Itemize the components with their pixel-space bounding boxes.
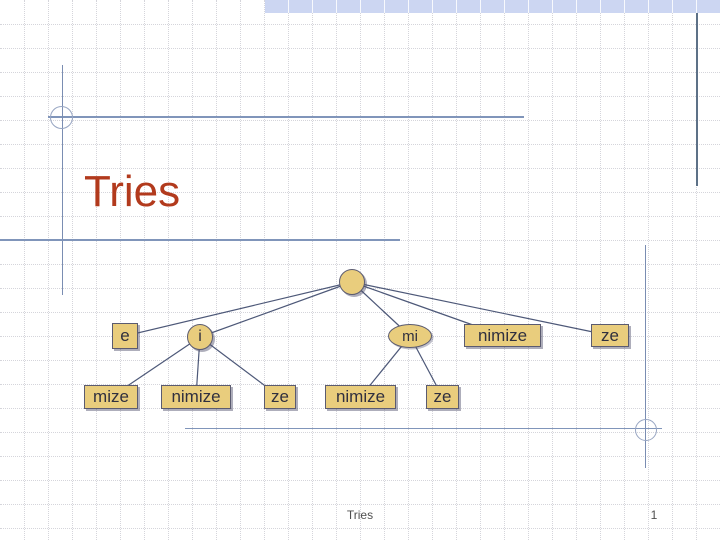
grid-line-vertical <box>696 0 697 540</box>
grid-line-vertical <box>144 0 145 540</box>
trie-node-ze-1: ze <box>591 324 629 347</box>
decor-hline-top <box>48 116 524 118</box>
grid-line-vertical <box>240 0 241 540</box>
grid-line-vertical <box>360 0 361 540</box>
grid-line-vertical <box>336 0 337 540</box>
decor-circle-bottom-right <box>635 419 657 441</box>
trie-node-ze-mi: ze <box>426 385 459 409</box>
grid-line-vertical <box>504 0 505 540</box>
trie-node-root <box>339 269 365 295</box>
grid-line-vertical <box>48 0 49 540</box>
grid-line-horizontal <box>0 72 720 73</box>
trie-node-nimize-i: nimize <box>161 385 231 409</box>
grid-line-horizontal <box>0 96 720 97</box>
grid-line-horizontal <box>0 144 720 145</box>
grid-line-horizontal <box>0 384 720 385</box>
grid-line-horizontal <box>0 264 720 265</box>
decor-circle-top-left <box>50 106 73 129</box>
decor-vline-right-top <box>696 0 698 186</box>
decor-hline-bottom <box>185 428 662 429</box>
grid-line-vertical <box>672 0 673 540</box>
trie-node-mize: mize <box>84 385 138 409</box>
trie-node-e: e <box>112 323 138 349</box>
trie-node-i: i <box>187 324 213 350</box>
grid-line-horizontal <box>0 192 720 193</box>
grid-line-horizontal <box>0 216 720 217</box>
grid-line-vertical <box>480 0 481 540</box>
grid-line-horizontal <box>0 360 720 361</box>
grid-line-vertical <box>168 0 169 540</box>
trie-node-mi: mi <box>388 324 432 348</box>
decor-vline-left <box>62 65 63 295</box>
grid-line-horizontal <box>0 528 720 529</box>
grid-line-horizontal <box>0 432 720 433</box>
grid-line-horizontal <box>0 120 720 121</box>
grid-line-horizontal <box>0 480 720 481</box>
grid-line-vertical <box>576 0 577 540</box>
grid-line-vertical <box>120 0 121 540</box>
grid-line-horizontal <box>0 312 720 313</box>
grid-line-vertical <box>72 0 73 540</box>
grid-line-vertical <box>648 0 649 540</box>
grid-line-horizontal <box>0 336 720 337</box>
top-accent-bar <box>265 0 720 13</box>
trie-node-nimize-mi: nimize <box>325 385 396 409</box>
grid-line-vertical <box>552 0 553 540</box>
grid-line-vertical <box>264 0 265 540</box>
trie-node-nimize-1: nimize <box>464 324 541 347</box>
grid-line-horizontal <box>0 504 720 505</box>
grid-line-horizontal <box>0 48 720 49</box>
grid-line-vertical <box>432 0 433 540</box>
grid-line-vertical <box>456 0 457 540</box>
grid-line-vertical <box>600 0 601 540</box>
grid-line-vertical <box>384 0 385 540</box>
grid-line-vertical <box>408 0 409 540</box>
decor-vline-right-lower <box>645 245 646 468</box>
grid-line-vertical <box>312 0 313 540</box>
grid-line-horizontal <box>0 168 720 169</box>
page-number: 1 <box>650 508 658 522</box>
grid-line-vertical <box>288 0 289 540</box>
grid-line-vertical <box>216 0 217 540</box>
trie-node-ze-i: ze <box>264 385 296 409</box>
grid-line-horizontal <box>0 456 720 457</box>
grid-line-vertical <box>96 0 97 540</box>
grid-line-vertical <box>624 0 625 540</box>
grid-line-horizontal <box>0 24 720 25</box>
grid-line-vertical <box>192 0 193 540</box>
title-underline <box>0 239 400 241</box>
slide-title: Tries <box>84 167 181 216</box>
footer-text: Tries <box>346 508 374 522</box>
grid-line-vertical <box>528 0 529 540</box>
grid-line-vertical <box>24 0 25 540</box>
